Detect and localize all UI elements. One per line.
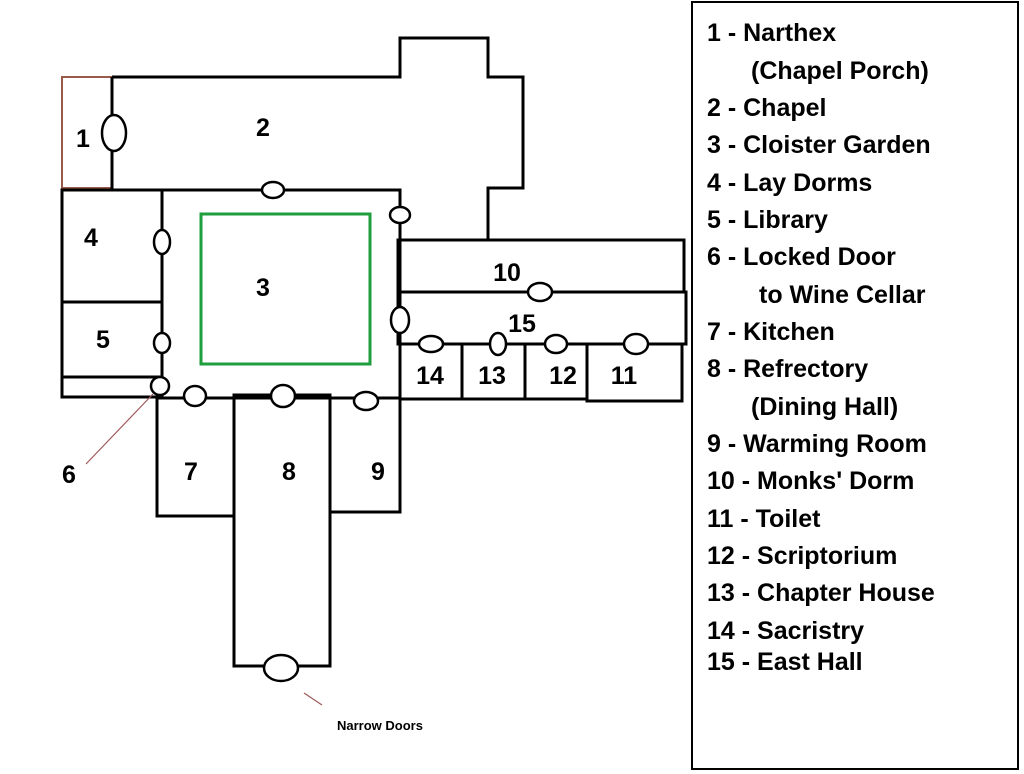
door-kitchen [182, 384, 208, 408]
room-kitchen [155, 396, 236, 518]
pointer-wine-cellar [85, 393, 154, 465]
legend-line: 14 - Sacristry [707, 617, 865, 645]
legend-line: to Wine Cellar [759, 281, 926, 309]
room-library [60, 300, 164, 379]
legend-line: 2 - Chapel [707, 94, 827, 122]
door-library [152, 331, 172, 355]
door-refectory [269, 383, 297, 409]
room-label-5: 5 [96, 326, 110, 354]
legend-line: 4 - Lay Dorms [707, 169, 873, 197]
room-refectory [232, 393, 332, 668]
room-label-2: 2 [256, 114, 270, 142]
door-narthex [100, 113, 128, 153]
legend-line: 15 - East Hall [707, 648, 863, 676]
narrow-doors-label: Narrow Doors [337, 718, 423, 733]
legend-line: (Chapel Porch) [751, 57, 929, 85]
floor-plan: 1 2 3 4 5 6 7 8 9 10 11 12 13 14 15 Narr… [60, 36, 688, 733]
room-cloister [160, 188, 402, 400]
room-label-10: 10 [493, 259, 521, 287]
room-label-6: 6 [62, 461, 76, 489]
cloister-garden [199, 212, 372, 366]
door-scriptorium [543, 333, 569, 355]
room-label-13: 13 [478, 362, 506, 390]
door-lay-dorms [152, 228, 172, 256]
room-warming-room [328, 396, 402, 514]
legend-line: 5 - Library [707, 206, 828, 234]
room-label-14: 14 [416, 362, 444, 390]
room-label-12: 12 [549, 362, 577, 390]
passage-strip [60, 375, 164, 399]
room-label-9: 9 [371, 458, 385, 486]
legend-line: 6 - Locked Door [707, 243, 896, 271]
door-toilet [622, 332, 650, 356]
door-narrow [262, 653, 300, 683]
legend-line: 3 - Cloister Garden [707, 131, 931, 159]
legend-box: 1 - Narthex (Chapel Porch) 2 - Chapel 3 … [691, 1, 1019, 770]
room-label-4: 4 [84, 224, 98, 252]
legend-line: 9 - Warming Room [707, 430, 927, 458]
room-label-1: 1 [76, 125, 90, 153]
room-label-8: 8 [282, 458, 296, 486]
room-chapel [110, 36, 525, 240]
legend-line: 1 - Narthex [707, 19, 837, 47]
door-warming-room [352, 390, 380, 412]
legend-line: 10 - Monks' Dorm [707, 467, 915, 495]
legend-line: 7 - Kitchen [707, 318, 835, 346]
door-sacristry [417, 334, 445, 354]
pointer-narrow-doors [303, 692, 323, 706]
room-label-15: 15 [508, 310, 536, 338]
room-label-11: 11 [611, 362, 638, 390]
legend-line: 13 - Chapter House [707, 579, 935, 607]
door-monks-dorm [526, 281, 554, 303]
door-chapter-house [488, 331, 508, 357]
legend-line: 8 - Refrectory [707, 355, 869, 383]
door-east-hall [389, 305, 411, 335]
room-label-3: 3 [256, 274, 270, 302]
room-label-7: 7 [184, 458, 198, 486]
door-chapel [260, 180, 286, 200]
door-wine-cellar [149, 375, 171, 397]
door-chapel-east [388, 205, 412, 225]
legend-line: 11 - Toilet [707, 505, 821, 533]
legend-line: (Dining Hall) [751, 393, 899, 421]
legend-line: 12 - Scriptorium [707, 542, 898, 570]
room-lay-dorms [60, 188, 164, 304]
